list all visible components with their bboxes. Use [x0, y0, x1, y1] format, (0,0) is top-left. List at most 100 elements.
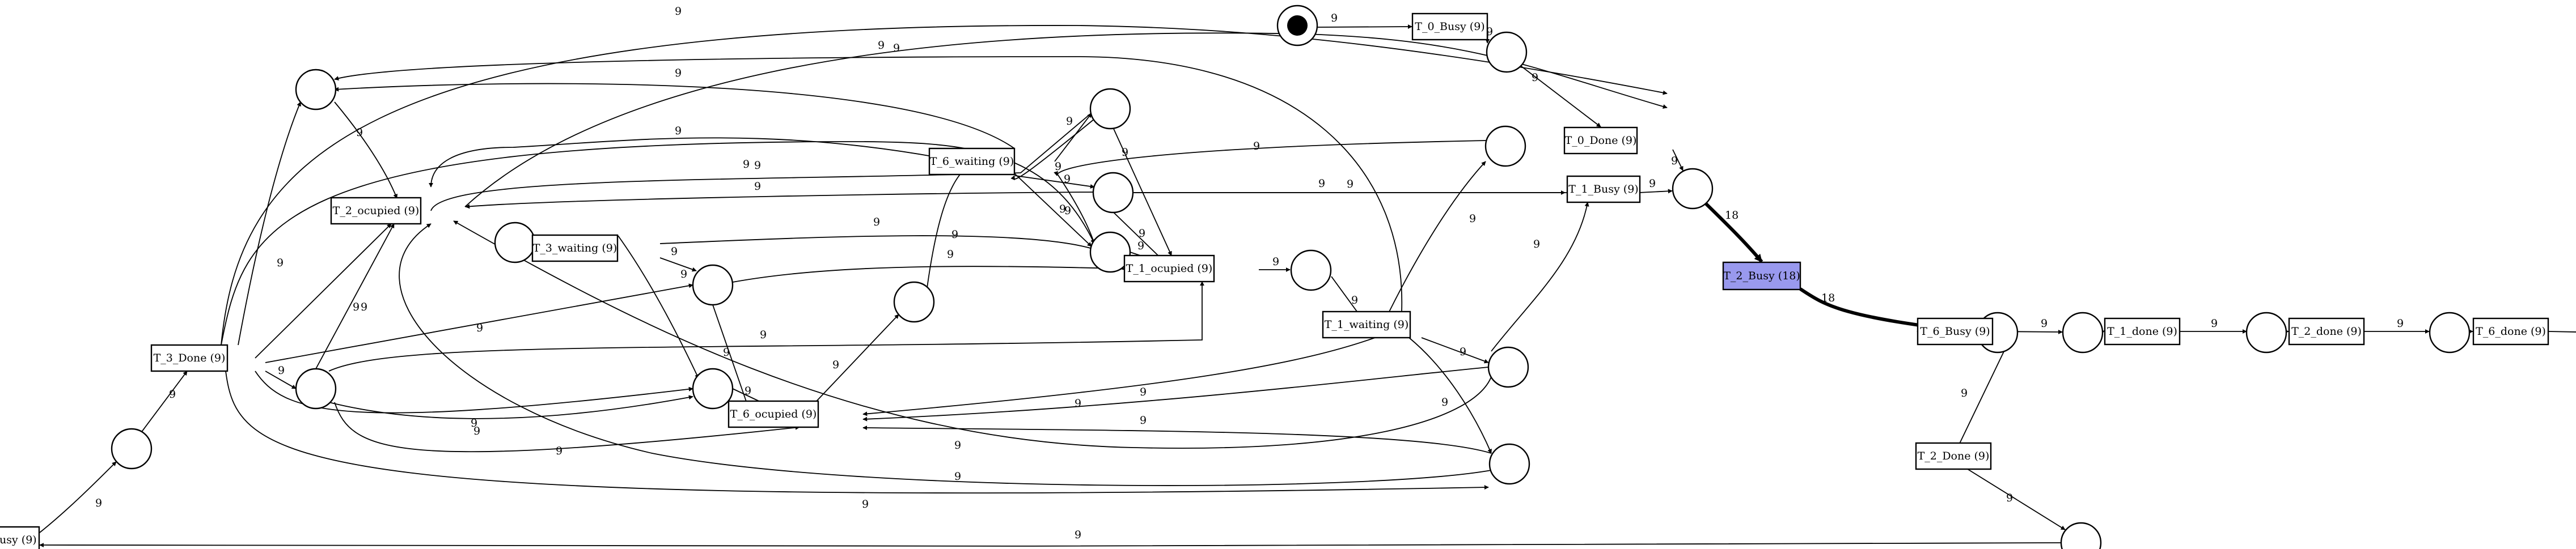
arc — [1054, 113, 1092, 162]
arc — [1704, 202, 1763, 263]
transition-box — [2288, 317, 2365, 346]
arc-weight-label: 9 — [1347, 178, 1353, 190]
place-pA — [1486, 31, 1528, 73]
arc — [328, 395, 693, 419]
transition-box — [1123, 254, 1215, 283]
arc — [334, 402, 800, 453]
arc-weight-label: 9 — [1331, 12, 1338, 24]
place-pP — [295, 368, 337, 410]
arc — [39, 542, 2063, 548]
arc-weight-label: 9 — [893, 42, 900, 54]
transition-label: T_1_ocupied (9) — [1126, 262, 1213, 275]
arc — [1408, 337, 1492, 454]
transition-layer: T_0_Busy (9)T_0_Done (9)T_1_Busy (9)T_2_… — [0, 12, 2549, 549]
transition-box — [150, 344, 229, 372]
arc-weight-label: 9 — [476, 322, 483, 334]
arc-weight-label: 9 — [675, 5, 682, 18]
arc-weight-label: 9 — [1351, 294, 1358, 307]
arc — [1967, 469, 2066, 530]
arc-weight-label: 9 — [832, 359, 839, 371]
arc-weight-label: 9 — [169, 388, 176, 401]
arc — [429, 137, 1016, 188]
transition-t1busy: T_1_Busy (9) — [1566, 175, 1641, 203]
arc — [334, 83, 1015, 149]
transition-t1done: T_1_done (9) — [2104, 317, 2181, 346]
arc — [141, 371, 188, 432]
transition-t2ocup: T_2_ocupied (9) — [330, 197, 422, 225]
arc — [862, 337, 1376, 416]
place-p2ocupOut — [494, 222, 536, 263]
arc-weight-label: 9 — [353, 301, 359, 313]
arc — [1421, 337, 1489, 364]
transition-t1ocup: T_1_ocupied (9) — [1123, 254, 1215, 283]
arc-weight-label: 9 — [1441, 396, 1448, 408]
transition-label: T_6_ocupied (9) — [730, 408, 817, 420]
arc — [1638, 189, 1673, 194]
arc-weight-label: 9 — [862, 498, 869, 510]
place-pI — [1089, 88, 1131, 130]
arc — [1014, 175, 1095, 189]
arc — [1056, 173, 1095, 244]
place-pG — [2060, 522, 2102, 549]
arc-weight-label: 9 — [671, 245, 678, 258]
transition-box — [1722, 261, 1801, 291]
transition-box — [531, 234, 619, 262]
arc-weight-label-bold: 18 — [1725, 209, 1739, 222]
arc-weight-label: 9 — [1140, 414, 1147, 427]
transition-label: T_3_Busy (9) — [0, 534, 37, 546]
arc-weight-label: 9 — [745, 385, 751, 397]
place-pQ — [692, 368, 734, 410]
arc-weight-label: 9 — [1460, 346, 1466, 358]
arc-weight-label: 9 — [1122, 146, 1128, 159]
arc — [1956, 344, 2008, 451]
arc — [328, 281, 1204, 372]
arc-weight-label: 9 — [1253, 140, 1260, 152]
arc-weight-label: 9 — [754, 159, 761, 172]
transition-box — [1917, 317, 1994, 346]
arc-weight-label: 9 — [1066, 115, 1073, 127]
arc — [659, 235, 1095, 250]
transition-label: T_6_waiting (9) — [930, 155, 1014, 168]
arc-weight-label: 9 — [1961, 387, 1968, 399]
transition-t6ocup: T_6_ocupied (9) — [727, 400, 819, 428]
transition-t3wait: T_3_waiting (9) — [531, 234, 619, 262]
arc-weight-label: 9 — [680, 268, 687, 280]
transition-box — [1322, 310, 1411, 339]
arc — [816, 314, 899, 402]
transition-label: T_2_ocupied (9) — [333, 205, 420, 217]
arc-weight-label: 9 — [277, 257, 284, 269]
arc — [617, 235, 699, 379]
arc-weight-label: 9 — [1064, 205, 1071, 217]
transition-box — [2104, 317, 2181, 346]
arc — [2548, 331, 2576, 333]
transition-label: T_3_waiting (9) — [533, 242, 617, 254]
place-pH — [295, 69, 337, 110]
arc — [430, 110, 1095, 211]
transition-box — [330, 197, 422, 225]
arc-weight-label: 9 — [1272, 256, 1279, 268]
arc — [862, 425, 1492, 454]
transition-box — [2472, 317, 2549, 346]
arc-weight-label: 9 — [723, 346, 730, 359]
arc — [1014, 173, 1092, 247]
arc-weight-label: 9 — [675, 125, 682, 137]
arc-weight-label: 9 — [473, 425, 480, 437]
transition-t6wait: T_6_waiting (9) — [928, 147, 1016, 176]
arc — [334, 56, 1403, 312]
arc-weight-label: 9 — [1533, 238, 1540, 250]
arc — [1109, 120, 1172, 256]
arc-weight-label: 9 — [1140, 386, 1147, 398]
transition-t6done: T_6_done (9) — [2472, 317, 2549, 346]
arc-weight-label: 9 — [361, 301, 367, 313]
arc-weight-label: 9 — [278, 364, 285, 377]
arc — [712, 304, 750, 408]
transition-box — [0, 526, 40, 549]
place-pB — [1672, 168, 1714, 210]
arc-weight-label: 9 — [743, 158, 750, 171]
arc-weight-label: 9 — [1075, 529, 1081, 541]
transition-box — [1566, 175, 1641, 203]
arc — [225, 371, 1489, 494]
transition-label: T_1_Busy (9) — [1568, 183, 1638, 195]
